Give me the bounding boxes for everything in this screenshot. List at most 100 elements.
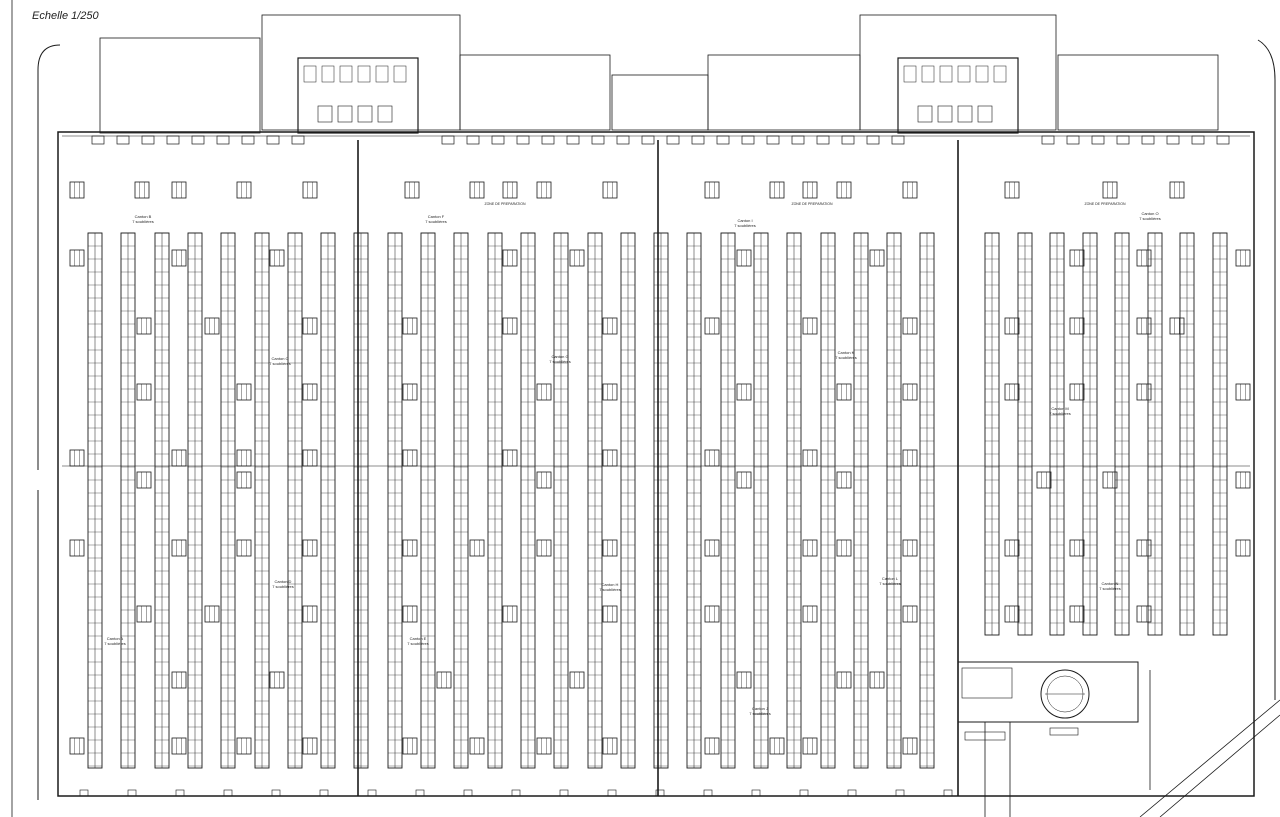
pallet-block xyxy=(402,449,418,467)
dock-door xyxy=(541,135,555,145)
dock-door xyxy=(463,789,473,797)
rail-track xyxy=(1139,699,1280,817)
pallet-block xyxy=(502,449,518,467)
pallet-block xyxy=(736,471,752,489)
canton-label-10: Canton J xyxy=(752,706,768,711)
pallet-block xyxy=(204,317,220,335)
dock-door xyxy=(116,135,130,145)
pallet-block xyxy=(1004,539,1020,557)
annex-building xyxy=(707,54,861,131)
pallet-block xyxy=(1102,181,1118,199)
pallet-block xyxy=(171,671,187,689)
dock-door xyxy=(241,135,255,145)
pallet-block xyxy=(802,605,818,623)
pallet-block xyxy=(1069,605,1085,623)
office-room xyxy=(357,105,373,123)
annex-building xyxy=(261,14,461,131)
dock-door xyxy=(766,135,780,145)
pallet-block xyxy=(204,605,220,623)
pallet-block xyxy=(1235,249,1251,267)
dock-door xyxy=(266,135,280,145)
pallet-block xyxy=(469,539,485,557)
pallet-block xyxy=(569,671,585,689)
pallet-block xyxy=(1136,249,1152,267)
office-room xyxy=(939,65,953,83)
pallet-block xyxy=(236,181,252,199)
canton-label-5: Canton E xyxy=(410,636,427,641)
dock-door xyxy=(691,135,705,145)
dock-door xyxy=(847,789,857,797)
canton-label-6: Canton F xyxy=(428,214,445,219)
canton-label-13: Canton M xyxy=(1051,406,1068,411)
pallet-block xyxy=(436,671,452,689)
canton-label-11: Canton K xyxy=(838,350,855,355)
office-room xyxy=(921,65,935,83)
office-room xyxy=(903,65,917,83)
canton-sub-3: 7 soublières xyxy=(269,361,291,366)
dock-door xyxy=(141,135,155,145)
canton-sub-9: 7 soublières xyxy=(734,223,756,228)
dock-door xyxy=(127,789,137,797)
pallet-block xyxy=(1036,471,1052,489)
dock-door xyxy=(716,135,730,145)
office-room xyxy=(957,105,973,123)
pallet-block xyxy=(236,471,252,489)
pallet-block xyxy=(502,605,518,623)
dock-door xyxy=(319,789,329,797)
pallet-block xyxy=(836,383,852,401)
pallet-block xyxy=(402,737,418,755)
annex-block xyxy=(957,661,1139,723)
dock-door xyxy=(591,135,605,145)
pallet-block xyxy=(736,383,752,401)
pallet-block xyxy=(736,671,752,689)
dock-door xyxy=(1041,135,1055,145)
pallet-block xyxy=(1004,181,1020,199)
pallet-block xyxy=(402,383,418,401)
dock-door xyxy=(175,789,185,797)
dock-door xyxy=(655,789,665,797)
canton-sub-8: 7 soublières xyxy=(599,587,621,592)
zone-label-1: ZONE DE PREPARATION xyxy=(484,202,526,206)
pallet-block xyxy=(302,737,318,755)
pallet-block xyxy=(1069,539,1085,557)
pallet-block xyxy=(704,181,720,199)
pallet-block xyxy=(171,539,187,557)
canton-sub-7: 7 soublières xyxy=(549,359,571,364)
site-road-left xyxy=(37,44,61,470)
pallet-block xyxy=(269,671,285,689)
pallet-block xyxy=(136,471,152,489)
pallet-block xyxy=(469,181,485,199)
pallet-block xyxy=(602,449,618,467)
pallet-block xyxy=(1136,539,1152,557)
pallet-block xyxy=(302,383,318,401)
dock-door xyxy=(441,135,455,145)
pallet-block xyxy=(136,605,152,623)
dock-door xyxy=(516,135,530,145)
canton-sub-6: 7 soublières xyxy=(425,219,447,224)
pallet-block xyxy=(802,737,818,755)
pallet-block xyxy=(302,539,318,557)
canton-sub-5: 7 soublières xyxy=(407,641,429,646)
pallet-block xyxy=(171,181,187,199)
pallet-block xyxy=(736,249,752,267)
dock-door xyxy=(1141,135,1155,145)
pallet-block xyxy=(402,317,418,335)
office-block xyxy=(297,57,419,134)
dock-door xyxy=(1116,135,1130,145)
canton-label-15: Canton O xyxy=(1141,211,1158,216)
dock-door xyxy=(666,135,680,145)
canton-sub-12: 7 soublières xyxy=(879,581,901,586)
pallet-block xyxy=(802,539,818,557)
pallet-block xyxy=(602,383,618,401)
pallet-block xyxy=(802,317,818,335)
office-room xyxy=(339,65,353,83)
canton-label-12: Canton L xyxy=(882,576,899,581)
dock-door xyxy=(799,789,809,797)
pallet-block xyxy=(802,181,818,199)
canton-sub-13: 7 soublières xyxy=(1049,411,1071,416)
dock-door xyxy=(943,789,953,797)
pallet-block xyxy=(302,605,318,623)
canton-label-1: Canton A xyxy=(107,636,124,641)
pallet-block xyxy=(502,181,518,199)
pallet-block xyxy=(1136,317,1152,335)
